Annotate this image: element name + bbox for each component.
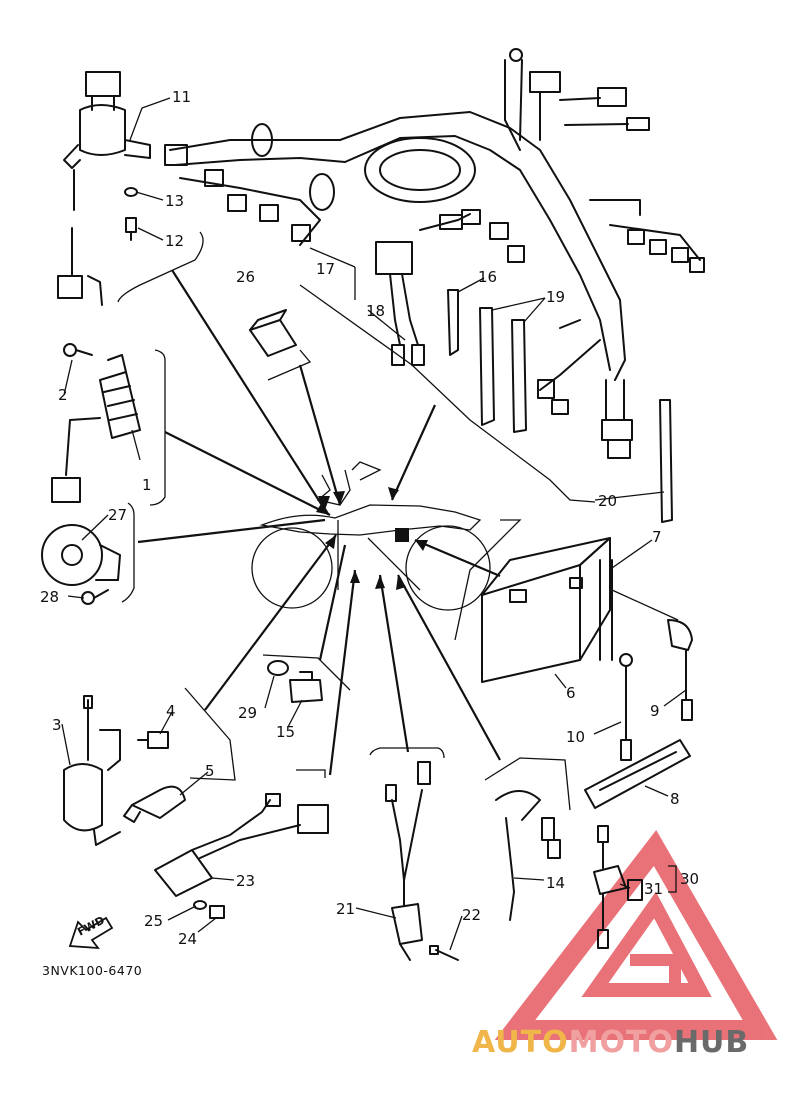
callout-30: 30: [680, 870, 699, 888]
section-frames: [117, 231, 596, 811]
diagram-code: 3NVK100-6470: [42, 963, 142, 978]
wire-harness-part-17: [164, 48, 705, 459]
callout-22: 22: [462, 906, 481, 924]
pickup-coil-part-14: [495, 790, 561, 921]
battery-part-6: [481, 537, 611, 683]
callout-27: 27: [108, 506, 127, 524]
battery-cable-part-9: [667, 619, 693, 721]
callout-28: 28: [40, 588, 59, 606]
screw-part-4: [137, 731, 169, 749]
watermark-part-moto: MOTO: [569, 1025, 674, 1060]
horn-part-27: [41, 524, 121, 586]
battery-cable-part-10: [619, 653, 633, 761]
callout-3: 3: [52, 716, 62, 734]
battery-breather-pipe-part-7: [599, 559, 613, 661]
fuse-part-31: [627, 879, 643, 901]
leader-arrowheads: [316, 487, 428, 590]
neutral-switch-part-15: [289, 671, 323, 703]
callout-23: 23: [236, 872, 255, 890]
rectifier-part-1: [51, 354, 141, 503]
callout-5: 5: [205, 762, 215, 780]
callout-15: 15: [276, 723, 295, 741]
ignition-coil-part-3: [63, 695, 121, 846]
callout-24: 24: [178, 930, 197, 948]
callout-11: 11: [172, 88, 191, 106]
cable-bands: [447, 289, 673, 523]
screw-part-22: [429, 945, 459, 961]
watermark-part-hub: HUB: [674, 1025, 749, 1060]
starter-relay-part-30: [593, 825, 627, 949]
callout-29: 29: [238, 704, 257, 722]
callout-8: 8: [670, 790, 680, 808]
callout-7: 7: [652, 528, 662, 546]
callout-16: 16: [478, 268, 497, 286]
callout-labels: 1 2 3 4 5 6 7 8 9 10 11 12 13 14 15 16 1…: [40, 88, 699, 948]
motorcycle-outline: [251, 461, 491, 611]
flasher-relay-part-26: [249, 309, 297, 357]
battery-band-part-8: [584, 739, 691, 809]
washer-part-29: [267, 660, 289, 676]
leader-lines: [137, 269, 501, 776]
forward-arrow: FWD: [68, 914, 114, 950]
svg-text:AUTOMOTOHUB: AUTOMOTOHUB: [472, 1025, 749, 1060]
callout-31: 31: [644, 880, 663, 898]
bracket-30: [668, 865, 677, 893]
spark-plug-cap-part-5: [123, 785, 186, 823]
callout-20: 20: [598, 492, 617, 510]
callout-9: 9: [650, 702, 660, 720]
callout-13: 13: [165, 192, 184, 210]
screw-part-2: [63, 343, 93, 357]
watermark-logo: [494, 830, 778, 1040]
washer-part-13: [124, 187, 138, 197]
callout-leaders: [61, 97, 687, 951]
callout-17: 17: [316, 260, 335, 278]
bolt-part-24: [209, 905, 225, 919]
main-switch-part-11: [57, 71, 151, 306]
callout-26: 26: [236, 268, 255, 286]
callout-4: 4: [166, 702, 176, 720]
callout-6: 6: [566, 684, 576, 702]
callout-2: 2: [58, 386, 68, 404]
callout-25: 25: [144, 912, 163, 930]
callout-1: 1: [142, 476, 152, 494]
washer-part-25: [193, 900, 207, 910]
callout-19: 19: [546, 288, 565, 306]
relay-part-18: [375, 241, 425, 366]
callout-12: 12: [165, 232, 184, 250]
sidestand-switch-part-21: [385, 761, 431, 961]
callout-10: 10: [566, 728, 585, 746]
callout-18: 18: [366, 302, 385, 320]
watermark-text: AUTOMOTOHUB: [472, 1025, 749, 1060]
callout-21: 21: [336, 900, 355, 918]
callout-14: 14: [546, 874, 565, 892]
watermark-part-auto: AUTO: [472, 1025, 569, 1060]
screw-part-12: [125, 217, 137, 241]
bolt-part-28: [81, 589, 109, 605]
